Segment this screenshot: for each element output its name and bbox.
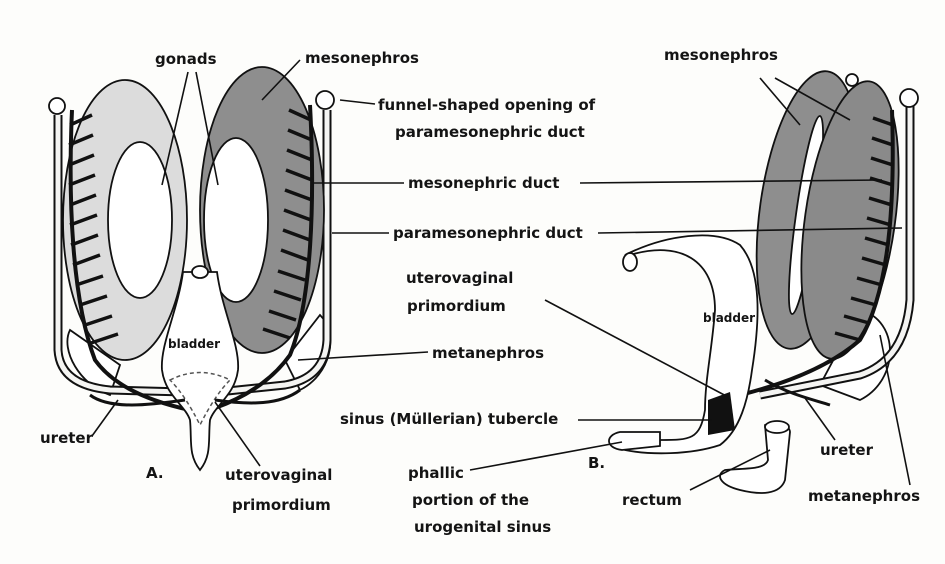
- label-funnel-line2: paramesonephric duct: [395, 123, 585, 141]
- label-mesonephros-b: mesonephros: [664, 46, 778, 64]
- label-ureter-a: ureter: [40, 429, 94, 447]
- gonad-left-a: [107, 141, 173, 299]
- label-gonads: gonads: [155, 50, 217, 68]
- label-uterovaginal-a-line1: uterovaginal: [225, 466, 332, 484]
- paramesonephric-duct-b-inner: [759, 105, 913, 398]
- leaders-panel-b: [469, 77, 911, 491]
- rectum-opening-b: [764, 420, 790, 434]
- funnel-opening-left-a: [48, 97, 66, 115]
- funnel-opening-right-a: [315, 90, 335, 110]
- ureter-left-a: [89, 393, 186, 407]
- leaders-panel-a: [91, 59, 429, 467]
- sinus-tubercle-b: [708, 392, 735, 435]
- label-ureter-b: ureter: [820, 441, 874, 459]
- funnel-opening-b: [899, 88, 919, 108]
- label-metanephros-a: metanephros: [432, 344, 544, 362]
- label-metanephros-b: metanephros: [808, 487, 920, 505]
- funnel-opening-b-2: [845, 73, 859, 87]
- label-uterovaginal-b-line1: uterovaginal: [406, 269, 513, 287]
- label-bladder-b: bladder: [703, 311, 755, 325]
- mesonephric-duct-b: [739, 109, 895, 397]
- label-phallic-line1: phallic: [408, 464, 464, 482]
- panel-b: mesonephros uterovaginal primordium blad…: [340, 46, 920, 536]
- bladder-a: [161, 271, 239, 472]
- gonad-right-a: [203, 137, 269, 303]
- label-paramesonephric-duct: paramesonephric duct: [393, 224, 583, 242]
- label-uterovaginal-b-line2: primordium: [407, 297, 506, 315]
- bladder-opening-a: [191, 265, 209, 279]
- paramesonephric-duct-left-a-inner: [55, 115, 186, 395]
- label-bladder-a: bladder: [168, 337, 220, 351]
- paramesonephric-duct-right-a-inner: [217, 110, 330, 395]
- uterovaginal-primordium-a: [168, 371, 232, 427]
- phallic-portion-b: [608, 431, 661, 451]
- mesonephric-duct-left-a: [68, 109, 191, 412]
- ureter-b: [764, 378, 831, 407]
- label-sinus-tubercle: sinus (Müllerian) tubercle: [340, 410, 558, 428]
- bladder-opening-b: [622, 252, 638, 272]
- label-mesonephric-duct: mesonephric duct: [408, 174, 559, 192]
- metanephros-left-a: [66, 328, 122, 397]
- label-phallic-line3: urogenital sinus: [414, 518, 551, 536]
- mesonephric-tubules-right-a: [262, 108, 313, 340]
- mesonephric-tubules-left-a: [68, 113, 119, 345]
- mesonephric-tubules-b: [834, 116, 894, 342]
- label-funnel-line1: funnel-shaped opening of: [378, 96, 596, 114]
- label-mesonephros-a: mesonephros: [305, 49, 419, 67]
- label-panel-b: B.: [588, 454, 605, 472]
- mesonephric-duct-right-a: [214, 104, 315, 410]
- label-rectum: rectum: [622, 491, 682, 509]
- ureter-right-a: [214, 388, 301, 405]
- label-phallic-line2: portion of the: [412, 491, 529, 509]
- label-panel-a: A.: [146, 464, 164, 482]
- label-uterovaginal-a-line2: primordium: [232, 496, 331, 514]
- panel-a: gonads mesonephros funnel-shaped opening…: [40, 49, 596, 514]
